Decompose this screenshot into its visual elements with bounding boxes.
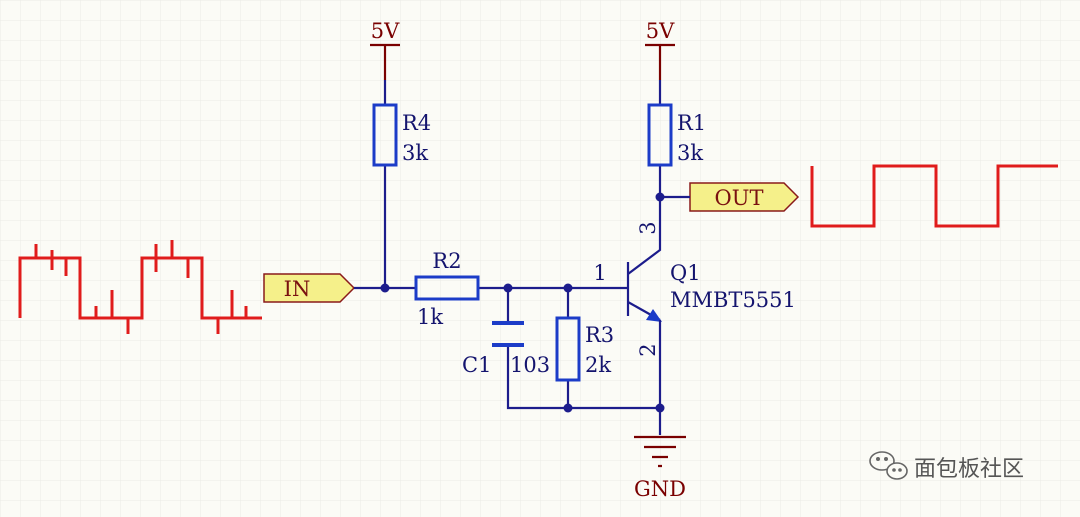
c1-ref: C1: [462, 353, 491, 377]
input-noisy-waveform: [18, 240, 262, 334]
r3-value: 2k: [585, 353, 611, 377]
output-port[interactable]: OUT: [689, 182, 800, 212]
r1-ref: R1: [677, 111, 706, 135]
r1-supply-symbol: 5V: [645, 19, 675, 80]
q1-pin-emitter: 2: [636, 343, 660, 356]
q1-pin-base: 1: [593, 261, 606, 285]
r4-value: 3k: [402, 141, 428, 165]
q1-pin-collector: 3: [636, 221, 660, 234]
input-port[interactable]: IN: [263, 273, 356, 303]
transistor-q1[interactable]: 1 3 2 Q1 MMBT5551: [593, 221, 796, 378]
capacitor-c1[interactable]: C1 103: [462, 321, 550, 377]
ground-symbol: GND: [634, 435, 686, 501]
input-port-label: IN: [284, 277, 311, 301]
r4-ref: R4: [402, 111, 431, 135]
c1-value: 103: [510, 353, 550, 377]
watermark-text: 面包板社区: [914, 457, 1024, 482]
wechat-icon: [869, 451, 908, 480]
r2-ref: R2: [432, 249, 461, 273]
r3-ref: R3: [585, 323, 614, 347]
r2-value: 1k: [417, 305, 443, 329]
q1-part: MMBT5551: [670, 288, 796, 312]
junction-dots: [380, 192, 665, 413]
emitter-arrow-icon: [646, 309, 662, 322]
r1-supply-label: 5V: [646, 19, 675, 43]
resistor-r3[interactable]: R3 2k: [555, 316, 614, 382]
watermark: 面包板社区: [869, 451, 1024, 482]
ground-label: GND: [634, 477, 686, 501]
resistor-r2[interactable]: R2 1k: [414, 249, 480, 329]
r1-value: 3k: [677, 141, 703, 165]
r4-supply-symbol: 5V: [370, 19, 400, 80]
q1-ref: Q1: [670, 261, 701, 285]
resistor-r1[interactable]: R1 3k: [647, 103, 706, 167]
output-square-waveform: [810, 164, 1058, 228]
output-port-label: OUT: [715, 186, 764, 210]
r4-supply-label: 5V: [371, 19, 400, 43]
resistor-r4[interactable]: R4 3k: [372, 103, 431, 167]
